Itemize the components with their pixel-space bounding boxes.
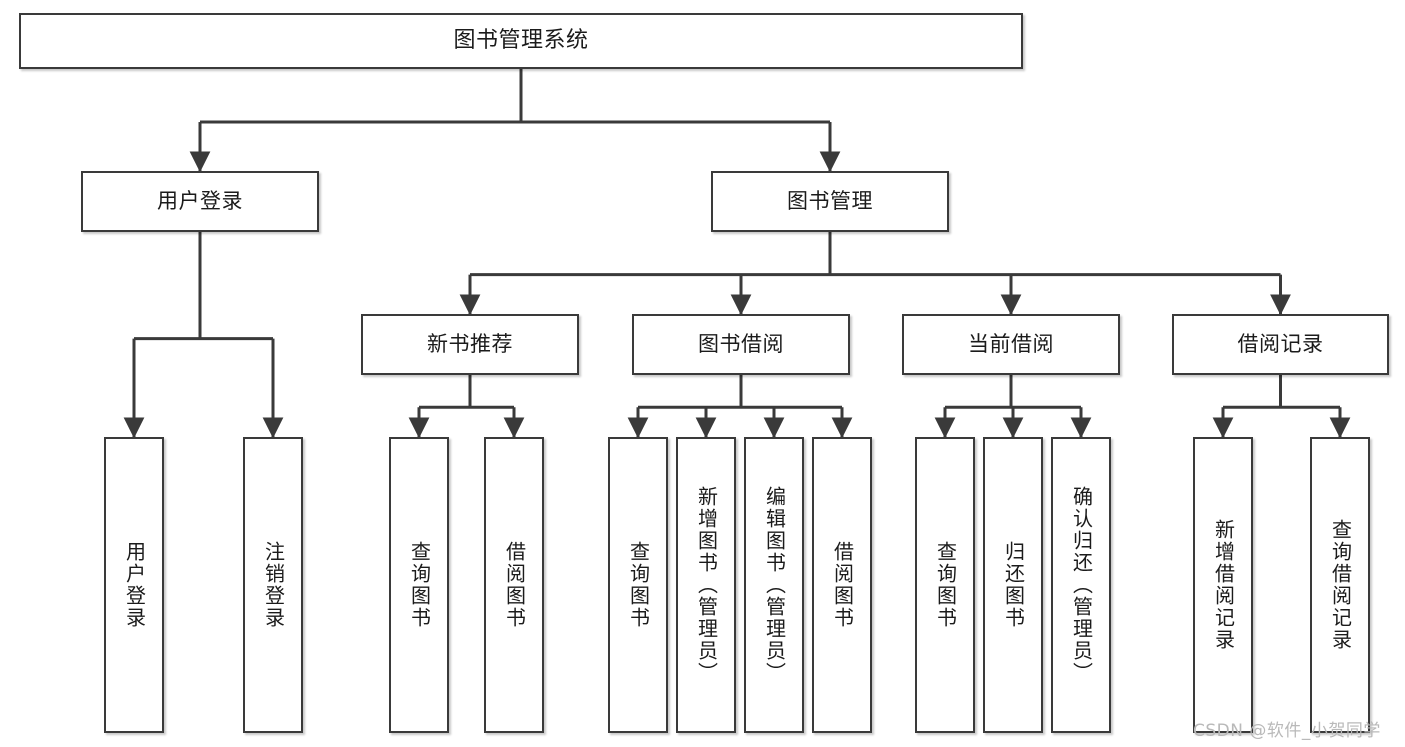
node-leaf-4[interactable]: 借阅图书 bbox=[484, 437, 544, 733]
node-leaf-11[interactable]: 确认归还（管理员） bbox=[1051, 437, 1111, 733]
node-leaf-8[interactable]: 借阅图书 bbox=[812, 437, 872, 733]
node-user-login[interactable]: 用户登录 bbox=[81, 171, 319, 232]
node-leaf-10[interactable]: 归还图书 bbox=[983, 437, 1043, 733]
node-leaf-3[interactable]: 查询图书 bbox=[389, 437, 449, 733]
node-label-leaf-3: 查询图书 bbox=[407, 541, 432, 629]
node-label-new-book-rec: 新书推荐 bbox=[427, 332, 513, 357]
node-label-leaf-11: 确认归还（管理员） bbox=[1069, 486, 1094, 684]
node-label-book-manage: 图书管理 bbox=[787, 189, 873, 214]
node-label-leaf-12: 新增借阅记录 bbox=[1211, 519, 1236, 651]
node-leaf-12[interactable]: 新增借阅记录 bbox=[1193, 437, 1253, 733]
node-label-leaf-8: 借阅图书 bbox=[830, 541, 855, 629]
node-label-leaf-4: 借阅图书 bbox=[502, 541, 527, 629]
node-leaf-6[interactable]: 新增图书（管理员） bbox=[676, 437, 736, 733]
node-root[interactable]: 图书管理系统 bbox=[19, 13, 1023, 69]
node-leaf-7[interactable]: 编辑图书（管理员） bbox=[744, 437, 804, 733]
node-label-leaf-7: 编辑图书（管理员） bbox=[762, 486, 787, 684]
node-new-book-rec[interactable]: 新书推荐 bbox=[361, 314, 579, 375]
node-borrow-record[interactable]: 借阅记录 bbox=[1172, 314, 1389, 375]
node-label-user-login: 用户登录 bbox=[157, 189, 243, 214]
node-label-root: 图书管理系统 bbox=[453, 28, 589, 54]
node-label-leaf-13: 查询借阅记录 bbox=[1328, 519, 1353, 651]
node-leaf-2[interactable]: 注销登录 bbox=[243, 437, 303, 733]
node-label-borrow-record: 借阅记录 bbox=[1237, 332, 1324, 357]
node-leaf-9[interactable]: 查询图书 bbox=[915, 437, 975, 733]
node-book-borrow[interactable]: 图书借阅 bbox=[632, 314, 850, 375]
node-label-leaf-6: 新增图书（管理员） bbox=[694, 486, 719, 684]
node-label-current-borrow: 当前借阅 bbox=[968, 332, 1054, 357]
node-label-book-borrow: 图书借阅 bbox=[698, 332, 784, 357]
node-label-leaf-5: 查询图书 bbox=[626, 541, 651, 629]
node-current-borrow[interactable]: 当前借阅 bbox=[902, 314, 1120, 375]
node-book-manage[interactable]: 图书管理 bbox=[711, 171, 949, 232]
node-leaf-5[interactable]: 查询图书 bbox=[608, 437, 668, 733]
node-label-leaf-10: 归还图书 bbox=[1001, 541, 1026, 629]
node-label-leaf-2: 注销登录 bbox=[261, 541, 286, 629]
node-leaf-1[interactable]: 用户登录 bbox=[104, 437, 164, 733]
node-leaf-13[interactable]: 查询借阅记录 bbox=[1310, 437, 1370, 733]
node-label-leaf-9: 查询图书 bbox=[933, 541, 958, 629]
node-label-leaf-1: 用户登录 bbox=[122, 541, 147, 629]
